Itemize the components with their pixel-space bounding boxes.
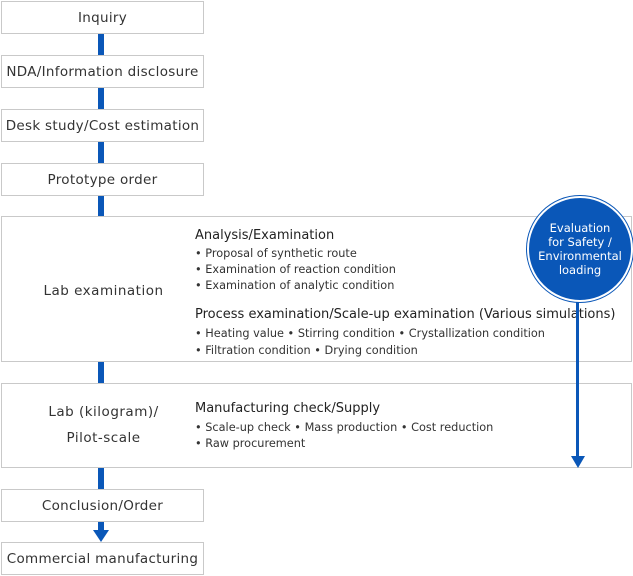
process-line: • Heating value • Stirring condition • C… xyxy=(195,327,545,340)
lab-examination-label: Lab examination xyxy=(43,283,164,299)
manufacturing-line: • Raw procurement xyxy=(195,437,306,450)
step-inquiry-label: Inquiry xyxy=(77,9,128,26)
pilot-scale-label-line1: Lab (kilogram)/ xyxy=(48,404,159,420)
step-lab-examination: Lab examination Analysis/Examination • P… xyxy=(1,216,632,362)
step-nda: NDA/Information disclosure xyxy=(1,55,204,88)
step-prototype-order: Prototype order xyxy=(1,163,204,196)
pilot-scale-label-line2: Pilot-scale xyxy=(66,430,141,446)
connector-lab-pilot xyxy=(98,362,104,384)
connector-desk-prototype xyxy=(98,142,104,163)
connector-inquiry-nda xyxy=(98,34,104,55)
evaluation-line: Environmental xyxy=(538,249,622,263)
step-commercial-manufacturing: Commercial manufacturing xyxy=(1,542,204,575)
step-prototype-order-label: Prototype order xyxy=(47,171,158,188)
connector-nda-desk xyxy=(98,88,104,109)
step-conclusion-order-label: Conclusion/Order xyxy=(41,497,164,514)
evaluation-line: Evaluation xyxy=(549,221,611,235)
step-pilot-scale: Lab (kilogram)/ Pilot-scale Manufacturin… xyxy=(1,383,632,468)
evaluation-line: loading xyxy=(558,263,602,277)
arrow-down-icon xyxy=(93,530,109,542)
step-conclusion-order: Conclusion/Order xyxy=(1,489,204,522)
analysis-title: Analysis/Examination xyxy=(195,228,335,243)
step-inquiry: Inquiry xyxy=(1,1,204,34)
step-desk-study: Desk study/Cost estimation xyxy=(1,109,204,142)
evaluation-line: for Safety / xyxy=(548,235,612,249)
process-line: • Filtration condition • Drying conditio… xyxy=(195,344,418,357)
analysis-item: • Examination of reaction condition xyxy=(195,263,396,276)
evaluation-circle: Evaluation for Safety / Environmental lo… xyxy=(527,196,633,302)
evaluation-arrow-head-icon xyxy=(571,456,585,468)
step-commercial-manufacturing-label: Commercial manufacturing xyxy=(6,550,199,567)
step-nda-label: NDA/Information disclosure xyxy=(6,63,199,80)
evaluation-arrow-line xyxy=(576,290,579,458)
connector-pilot-conclusion xyxy=(98,467,104,489)
connector-conclusion-commercial xyxy=(98,522,104,532)
connector-prototype-lab xyxy=(98,196,104,217)
manufacturing-title: Manufacturing check/Supply xyxy=(195,401,381,416)
manufacturing-line: • Scale-up check • Mass production • Cos… xyxy=(195,421,494,434)
step-desk-study-label: Desk study/Cost estimation xyxy=(5,117,200,134)
process-title: Process examination/Scale-up examination… xyxy=(195,307,616,322)
analysis-item: • Proposal of synthetic route xyxy=(195,247,357,260)
analysis-item: • Examination of analytic condition xyxy=(195,279,395,292)
